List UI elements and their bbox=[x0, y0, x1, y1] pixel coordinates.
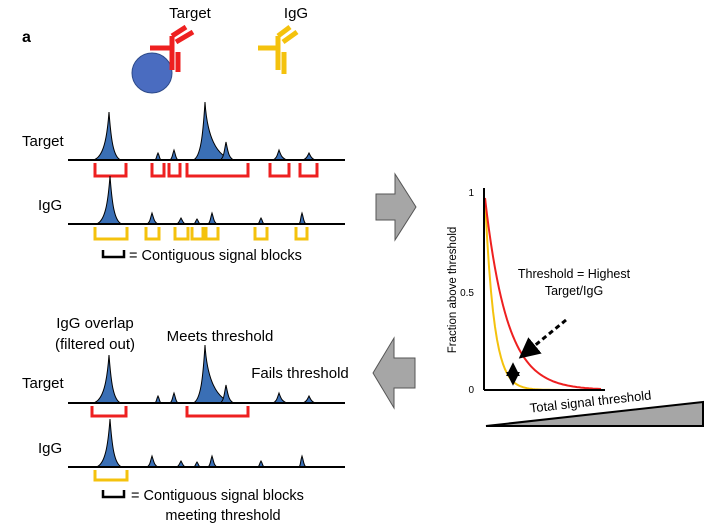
bottom-target-peak bbox=[192, 344, 236, 404]
target-antibody-label: Target bbox=[169, 5, 212, 22]
top-target-signal-blocks bbox=[93, 163, 319, 178]
fails-threshold-label: Fails threshold bbox=[251, 365, 349, 382]
bottom-target-peak bbox=[302, 394, 316, 404]
meets-threshold-label: Meets threshold bbox=[167, 328, 274, 345]
top-legend-text: = Contiguous signal blocks bbox=[129, 248, 302, 264]
bottom-igg-peak bbox=[145, 454, 159, 468]
bottom-target-track-label: Target bbox=[22, 375, 65, 392]
bottom-target-signal-blocks bbox=[90, 406, 250, 418]
bottom-legend-line1: = Contiguous signal blocks bbox=[131, 488, 304, 504]
top-igg-peak bbox=[256, 217, 266, 225]
top-target-block bbox=[150, 163, 166, 178]
target-fraction-curve bbox=[484, 197, 602, 390]
bottom-igg-peak bbox=[297, 454, 308, 468]
top-target-block bbox=[185, 163, 250, 178]
top-igg-peak bbox=[145, 211, 159, 225]
igg-overlap-label-line1: IgG overlap bbox=[56, 315, 134, 332]
bottom-legend-line2: meeting threshold bbox=[165, 508, 280, 524]
top-target-block bbox=[93, 163, 128, 178]
top-target-block bbox=[298, 163, 319, 178]
top-target-peak bbox=[153, 151, 163, 161]
bottom-target-peak bbox=[92, 354, 122, 404]
threshold-annotation-line1: Threshold = Highest bbox=[518, 267, 631, 281]
top-target-block bbox=[268, 163, 291, 178]
bottom-target-peak bbox=[168, 391, 180, 404]
top-target-peak bbox=[168, 148, 180, 161]
bottom-igg-peak bbox=[256, 460, 266, 468]
top-igg-block bbox=[173, 227, 190, 241]
top-igg-block bbox=[144, 227, 161, 241]
threshold-ramp-wedge bbox=[485, 400, 704, 427]
igg-antibody-label: IgG bbox=[284, 5, 308, 22]
bottom-target-block bbox=[90, 406, 128, 418]
top-igg-signal-blocks bbox=[93, 227, 309, 241]
graph-y-tick-1: 1 bbox=[468, 188, 474, 199]
bottom-target-block bbox=[185, 406, 250, 418]
top-igg-block bbox=[93, 227, 129, 241]
bottom-igg-signal-blocks bbox=[93, 470, 129, 482]
target-antibody-icon bbox=[131, 24, 195, 94]
top-legend-bracket-icon bbox=[101, 250, 126, 259]
bottom-target-signal-peaks bbox=[92, 344, 316, 404]
top-igg-signal-peaks bbox=[95, 175, 308, 225]
igg-antibody-icon bbox=[258, 25, 299, 74]
top-target-track-label: Target bbox=[22, 133, 65, 150]
top-igg-peak bbox=[297, 211, 308, 225]
top-igg-block bbox=[204, 227, 220, 241]
bottom-igg-peak bbox=[175, 460, 187, 468]
right-block-arrow-icon bbox=[375, 172, 417, 242]
top-target-peak bbox=[272, 148, 288, 161]
top-igg-block bbox=[190, 227, 205, 241]
top-target-block bbox=[167, 163, 182, 178]
top-igg-block bbox=[253, 227, 269, 241]
graph-y-axis-label: Fraction above threshold bbox=[447, 227, 459, 354]
top-igg-peak bbox=[95, 175, 123, 225]
threshold-annotation-line2: Target/IgG bbox=[545, 284, 603, 298]
graph-y-tick-0: 0 bbox=[468, 385, 474, 396]
top-igg-peak bbox=[206, 211, 219, 225]
top-igg-track-label: IgG bbox=[38, 197, 62, 214]
panel-letter: a bbox=[22, 29, 31, 46]
threshold-pointer-arrow-icon bbox=[518, 318, 567, 359]
bottom-igg-peak bbox=[206, 454, 219, 468]
top-target-peak bbox=[219, 141, 235, 161]
bottom-igg-block bbox=[93, 470, 129, 482]
igg-overlap-label-line2: (filtered out) bbox=[55, 336, 135, 353]
threshold-graph: Fraction above threshold 1 0.5 0 Thresho… bbox=[447, 188, 704, 427]
bottom-target-peak bbox=[219, 384, 235, 404]
graph-y-tick-0-5: 0.5 bbox=[460, 288, 474, 299]
top-igg-peak bbox=[175, 217, 187, 225]
bottom-legend-bracket-icon bbox=[101, 490, 126, 499]
bottom-target-peak bbox=[153, 394, 163, 404]
bottom-target-peak bbox=[272, 391, 288, 404]
top-igg-block bbox=[294, 227, 309, 241]
left-block-arrow-icon bbox=[372, 336, 416, 410]
top-target-peak bbox=[92, 111, 122, 161]
top-target-signal-peaks bbox=[92, 101, 316, 161]
bead-icon bbox=[131, 52, 173, 94]
bottom-igg-peak bbox=[95, 418, 123, 468]
bottom-igg-track-label: IgG bbox=[38, 440, 62, 457]
top-target-peak bbox=[192, 101, 236, 161]
bottom-igg-signal-peaks bbox=[95, 418, 308, 468]
top-target-peak bbox=[302, 151, 316, 161]
